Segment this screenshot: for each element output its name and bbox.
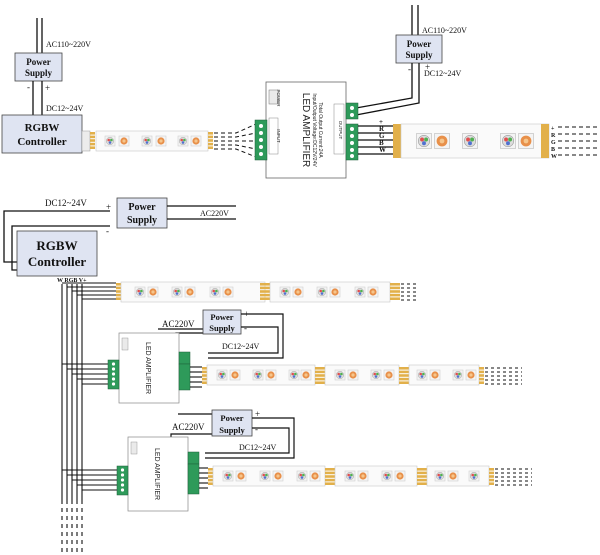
tr-supply-voltage: AC110~220V: [422, 26, 467, 35]
tr-amp-title: LED AMPLIFIER: [300, 93, 311, 167]
tr-end-ch-b: B: [551, 147, 555, 153]
amp2-mains-voltage: AC220V: [172, 422, 205, 432]
tr-ch-plus: +: [379, 118, 383, 126]
tr-ch-b: B: [379, 139, 384, 147]
tl-supply-voltage: AC110~220V: [46, 40, 91, 49]
tl-controller-line2: Controller: [17, 136, 66, 148]
amp1-power-supply: [202, 309, 242, 335]
tr-amp-input-label: INPUT: [276, 129, 281, 143]
bot-mains-voltage: AC220V: [200, 209, 229, 218]
amp1-output-voltage: DC12~24V: [222, 342, 259, 351]
bot-controller-pins: W RGB V+: [57, 278, 87, 284]
tl-power-supply: [14, 52, 63, 82]
tr-amp-spec2: Total Output Current:24A: [317, 102, 323, 158]
bottom-controller-section: DC12~24V + - Power Supply AC220V RGBW Co…: [3, 197, 236, 553]
tl-output-voltage: DC12~24V: [46, 104, 83, 113]
bot-controller-line2: Controller: [28, 254, 86, 269]
amp1-title: LED AMPLIFIER: [144, 342, 151, 394]
amp1-polarity-minus: -: [244, 323, 247, 333]
bottom-amp-2-section: AC220V Power Supply + - DC12~24V LED AMP…: [62, 409, 295, 512]
tl-controller-line1: RGBW: [25, 122, 60, 134]
tr-amp-output-label: OUTPUT: [338, 121, 343, 140]
tr-end-ch-plus: +: [551, 126, 555, 132]
tr-ch-w: W: [379, 146, 386, 154]
bot-power-supply: [116, 197, 168, 229]
amp2-output-voltage: DC12~24V: [239, 443, 276, 452]
bot-polarity-plus: +: [106, 202, 111, 212]
tl-polarity-plus: +: [45, 83, 50, 93]
tr-polarity-minus: -: [408, 64, 411, 74]
tr-power-supply-line1: Power: [407, 39, 432, 49]
top-left-section: AC110~220V Power Supply - + DC12~24V RGB…: [1, 18, 257, 158]
bottom-strip-2: [202, 364, 522, 386]
tl-power-supply-line1: Power: [26, 57, 51, 67]
amp2-led-amplifier: [127, 436, 189, 512]
bot-power-supply-line1: Power: [128, 202, 156, 213]
amp1-led-amplifier: [118, 332, 180, 404]
amp2-title: LED AMPLIFIER: [153, 448, 160, 500]
top-right-section: AC110~220V Power Supply - + DC12~24V LED…: [254, 5, 598, 179]
amp2-polarity-plus: +: [255, 409, 260, 419]
bot-input-voltage: DC12~24V: [45, 198, 87, 208]
tl-rgbw-controller: [1, 114, 83, 154]
tr-power-supply-line2: Supply: [405, 50, 433, 60]
bot-controller-line1: RGBW: [36, 238, 77, 253]
tr-end-ch-r: R: [551, 133, 556, 139]
bottom-strip-1: [116, 281, 418, 303]
amp2-power-supply-line2: Supply: [219, 425, 245, 435]
tl-power-supply-line2: Supply: [25, 68, 53, 78]
bottom-amp-1-section: AC220V Power Supply + - DC12~24V LED AMP…: [62, 309, 284, 404]
tr-led-amplifier: [265, 81, 347, 179]
bottom-strip-3: [208, 465, 532, 487]
tr-output-voltage: DC12~24V: [424, 69, 461, 78]
tr-ch-r: R: [379, 125, 385, 133]
tr-polarity-plus: +: [425, 62, 430, 72]
tr-end-ch-w: W: [551, 154, 557, 160]
tr-amp-power-label: POWER: [276, 89, 281, 107]
amp1-power-supply-line1: Power: [210, 312, 233, 322]
bot-power-supply-line2: Supply: [127, 215, 157, 226]
amp1-power-supply-line2: Supply: [209, 323, 235, 333]
tr-amp-spec1: Input/Output Voltage:DC12V/24V: [311, 93, 317, 167]
tr-end-ch-g: G: [551, 140, 556, 146]
amp2-power-supply-line1: Power: [220, 413, 243, 423]
amp1-mains-voltage: AC220V: [162, 319, 195, 329]
tl-polarity-minus: -: [27, 82, 30, 92]
tr-ch-g: G: [379, 132, 385, 140]
amp2-polarity-minus: -: [255, 424, 258, 434]
bot-rgbw-controller: [16, 230, 98, 277]
bot-polarity-minus: -: [106, 226, 109, 236]
amp2-power-supply: [211, 409, 253, 437]
